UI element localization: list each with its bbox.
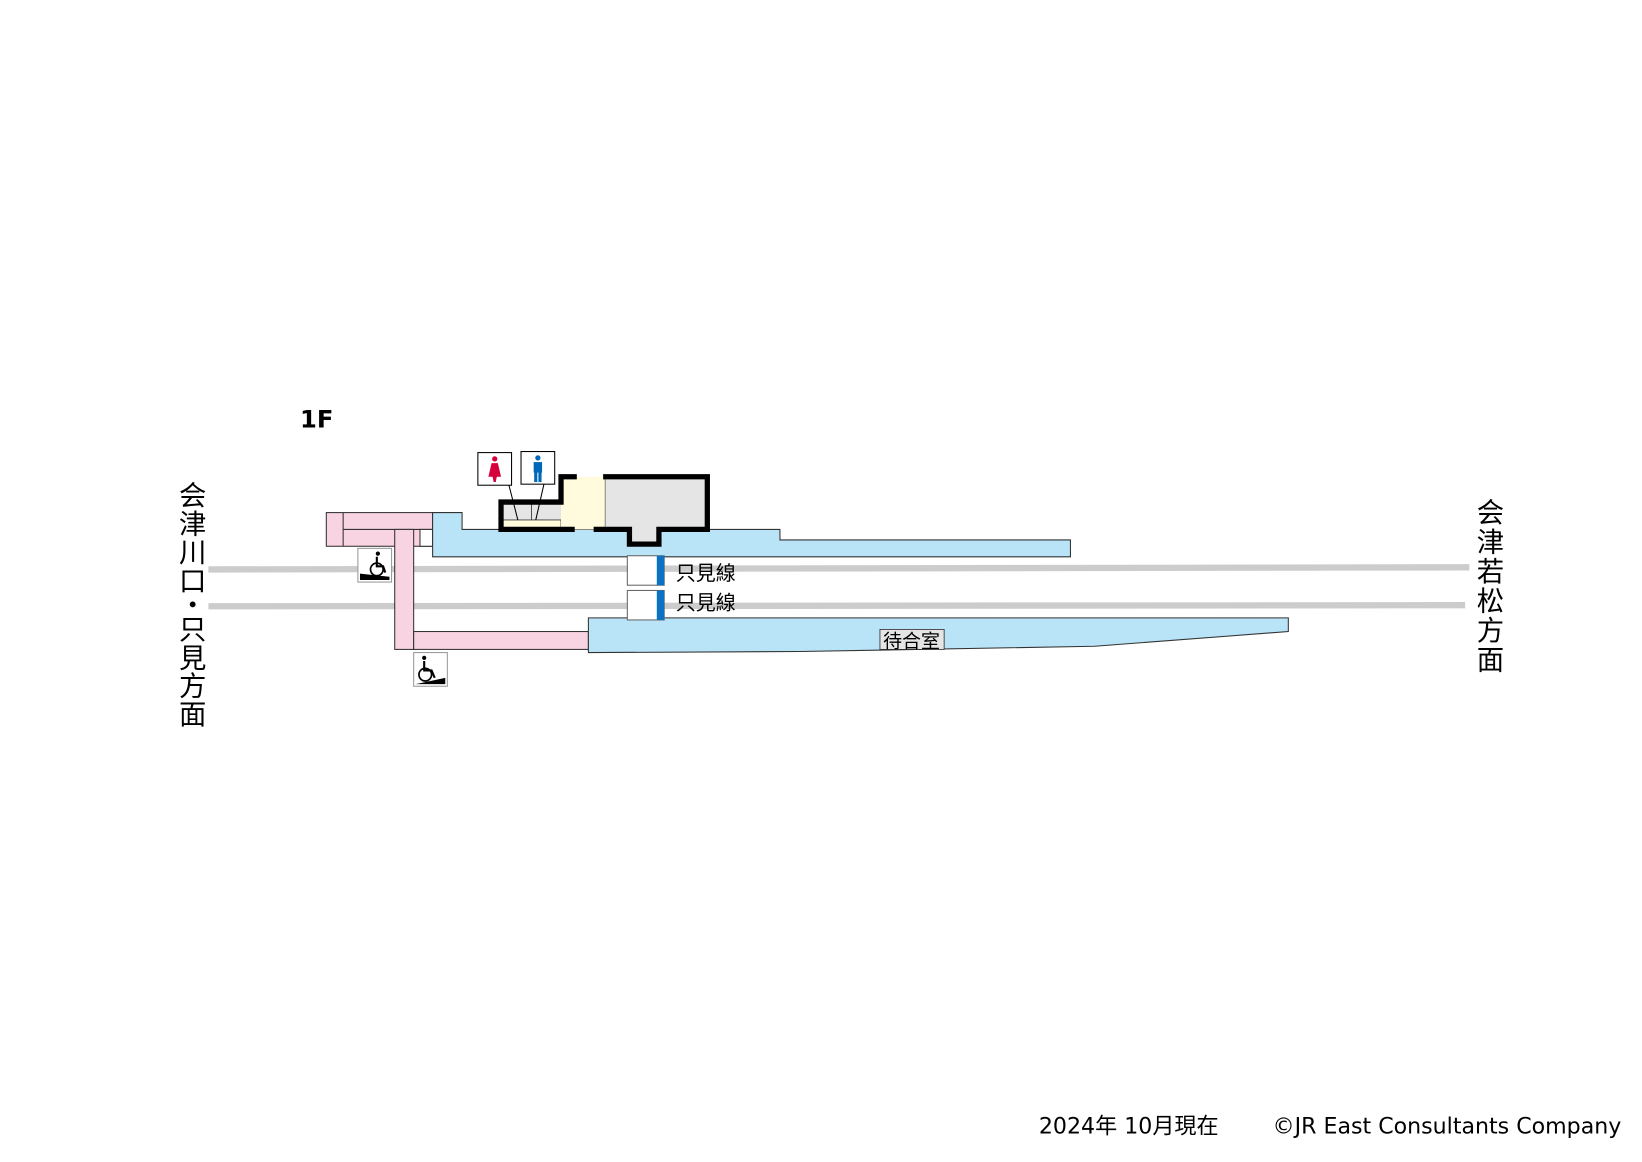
toilet-male-icon <box>520 451 556 485</box>
svg-text:方: 方 <box>1477 616 1504 647</box>
concourse <box>561 476 606 530</box>
svg-text:面: 面 <box>1477 645 1504 676</box>
svg-text:見: 見 <box>179 643 206 674</box>
svg-text:津: 津 <box>1477 528 1504 559</box>
line-name: 只見線 <box>676 590 736 614</box>
svg-text:川: 川 <box>179 538 206 569</box>
svg-text:口: 口 <box>179 566 206 597</box>
accessible-passage <box>325 512 589 650</box>
svg-text:・: ・ <box>179 591 206 622</box>
line-sign-2: 只見線 <box>626 589 736 621</box>
svg-text:只: 只 <box>179 615 206 646</box>
toilet-female-icon <box>477 452 513 486</box>
svg-text:方: 方 <box>179 672 206 703</box>
wheelchair-ramp-icon <box>357 547 393 583</box>
wheelchair-ramp-icon <box>413 652 448 687</box>
track-upper <box>208 564 1470 573</box>
waiting-room-label: 待合室 <box>883 630 940 652</box>
copyright-label: ©JR East Consultants Company <box>1273 1114 1622 1140</box>
svg-text:若: 若 <box>1477 557 1504 588</box>
line-name: 只見線 <box>676 561 736 585</box>
date-label: 2024年 10月現在 <box>1039 1114 1219 1140</box>
svg-text:会: 会 <box>1477 498 1504 529</box>
svg-text:津: 津 <box>179 510 206 541</box>
svg-text:会: 会 <box>179 481 206 512</box>
floor-label: 1F <box>300 405 333 433</box>
direction-right: 会 津 若 松 方 面 <box>1477 498 1504 676</box>
station-building <box>498 474 710 547</box>
svg-text:面: 面 <box>179 700 206 731</box>
line-sign-1: 只見線 <box>626 555 736 586</box>
track-lower <box>208 602 1466 610</box>
direction-left: 会 津 川 口 ・ 只 見 方 面 <box>179 481 206 731</box>
svg-text:松: 松 <box>1477 586 1504 617</box>
